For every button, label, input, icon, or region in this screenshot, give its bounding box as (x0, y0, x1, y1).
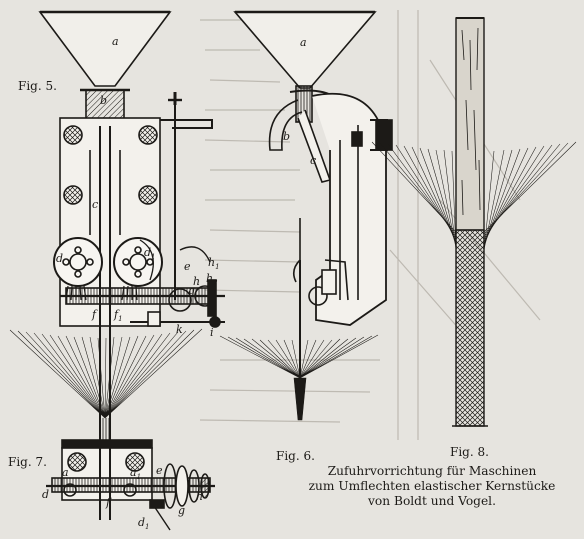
caption-line-3: von Boldt und Vogel. (368, 494, 496, 508)
fig6-letter-b: b (283, 130, 290, 143)
figure-8-fiber-fan (371, 141, 577, 253)
fig5-letter-k: k (176, 323, 183, 336)
fig5-letter-d1: d1 (144, 246, 156, 261)
figure-6-letters: a b c (283, 36, 316, 167)
fig5-letter-c: c (92, 198, 98, 211)
figure-5-fiber-fan (9, 328, 203, 440)
figure-7-letters: a a1 d d1 e f g h (42, 464, 203, 531)
fig6-letter-a: a (300, 36, 307, 49)
fig5-letter-b: b (100, 94, 107, 107)
fig5-letter-h: h (193, 275, 200, 288)
fig5-letter-a: a (112, 35, 119, 48)
fig8-title: Fig. 8. (450, 445, 489, 459)
caption-line-2: zum Umflechten elastischer Kernstücke (308, 479, 556, 493)
fig7-letter-a: a (62, 466, 69, 479)
fig5-title: Fig. 5. (18, 79, 57, 93)
fig5-letter-h2: h2 (206, 272, 218, 287)
fig5-letter-e: e (184, 260, 191, 273)
fig7-letter-g: g (178, 504, 185, 517)
fig7-letter-a1: a1 (130, 466, 141, 481)
fig6-letter-c: c (310, 154, 316, 167)
fig5-letter-h1: h1 (208, 256, 220, 271)
fig7-title: Fig. 7. (8, 455, 47, 469)
fig6-title: Fig. 6. (276, 449, 315, 463)
caption-line-1: Zufuhrvorrichtung für Maschinen (327, 464, 537, 478)
fig5-letter-g: g (188, 284, 195, 297)
figure-6-fiber-fan (219, 334, 379, 421)
figure-8-drawing (452, 17, 488, 427)
fig7-letter-h: h (196, 490, 203, 503)
fig7-letter-f: f (105, 496, 112, 509)
figure-5-letters: a b c d d1 e f f1 g h h1 h2 k i (56, 35, 220, 339)
fig7-letter-d1: d1 (138, 516, 150, 531)
fig7-letter-d: d (42, 488, 49, 501)
fig5-letter-f: f (91, 308, 98, 321)
plate-caption: Zufuhrvorrichtung für Maschinen zum Umfl… (296, 464, 568, 509)
fig5-letter-f1: f1 (113, 308, 123, 323)
figure-5-drawing (38, 10, 225, 440)
figure-7-drawing (46, 439, 215, 531)
fig5-letter-i: i (210, 326, 214, 339)
figure-6-drawing (233, 10, 393, 420)
fig7-letter-e: e (156, 464, 163, 477)
fig5-letter-d: d (56, 252, 63, 265)
